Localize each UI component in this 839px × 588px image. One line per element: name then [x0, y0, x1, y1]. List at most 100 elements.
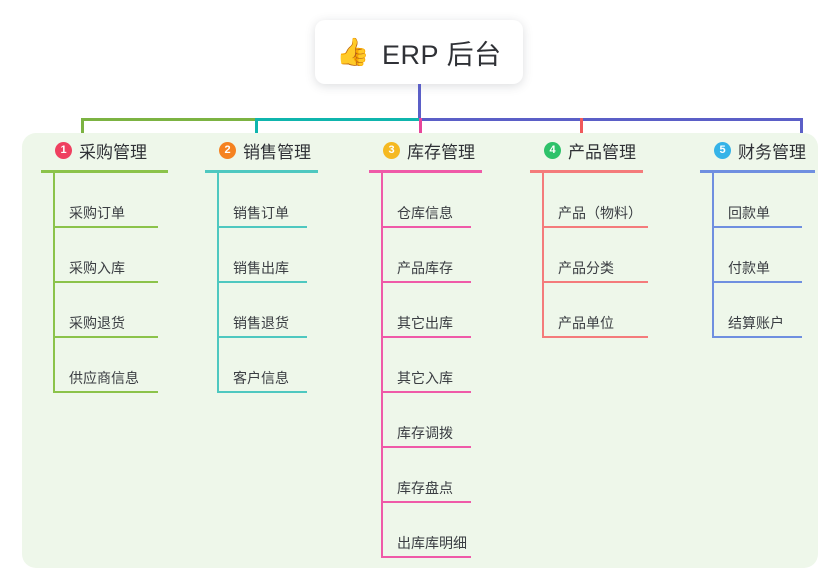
list-item[interactable]: 产品单位: [544, 283, 648, 338]
list-item-label: 其它入库: [397, 370, 453, 386]
list-item-underline: [219, 281, 307, 283]
module-title-2: 销售管理: [243, 142, 311, 162]
module-header-5[interactable]: 5 财务管理: [700, 133, 815, 167]
list-item-underline: [383, 391, 471, 393]
list-item[interactable]: 采购退货: [55, 283, 168, 338]
list-item-underline: [544, 281, 648, 283]
module-column-2: 2 销售管理销售订单销售出库销售退货客户信息: [205, 133, 318, 393]
module-rule-3: [369, 170, 482, 173]
list-item[interactable]: 供应商信息: [55, 338, 168, 393]
list-item[interactable]: 销售退货: [219, 283, 318, 338]
module-spine-4: [542, 173, 544, 338]
list-item-label: 出库库明细: [397, 535, 467, 551]
list-item[interactable]: 仓库信息: [383, 173, 482, 228]
module-spine-5: [712, 173, 714, 338]
list-item-underline: [714, 226, 802, 228]
list-item-label: 销售退货: [233, 315, 289, 331]
list-item-label: 销售订单: [233, 205, 289, 221]
list-item-label: 产品（物料）: [558, 205, 642, 221]
list-item[interactable]: 库存调拨: [383, 393, 482, 448]
list-item[interactable]: 库存盘点: [383, 448, 482, 503]
list-item-label: 采购入库: [69, 260, 125, 276]
connector-trunk: [418, 84, 421, 121]
list-item[interactable]: 回款单: [714, 173, 815, 228]
list-item[interactable]: 采购入库: [55, 228, 168, 283]
module-title-4: 产品管理: [568, 142, 636, 162]
list-item-label: 库存调拨: [397, 425, 453, 441]
list-item-underline: [55, 391, 158, 393]
module-badge-2: 2: [219, 141, 236, 159]
module-column-5: 5 财务管理回款单付款单结算账户: [700, 133, 815, 338]
list-item-underline: [383, 226, 471, 228]
connector-drop-2: [255, 118, 258, 146]
root-title-card[interactable]: 👍 ERP 后台: [315, 20, 523, 84]
list-item[interactable]: 其它出库: [383, 283, 482, 338]
list-item-underline: [219, 391, 307, 393]
list-item[interactable]: 客户信息: [219, 338, 318, 393]
list-item-underline: [383, 446, 471, 448]
module-spine-3: [381, 173, 383, 558]
list-item[interactable]: 采购订单: [55, 173, 168, 228]
list-item[interactable]: 出库库明细: [383, 503, 482, 558]
list-item-underline: [544, 226, 648, 228]
list-item-label: 结算账户: [728, 315, 784, 331]
module-rule-1: [41, 170, 168, 173]
list-item-underline: [219, 336, 307, 338]
list-item[interactable]: 付款单: [714, 228, 815, 283]
module-title-1: 采购管理: [79, 142, 147, 162]
list-item-underline: [383, 336, 471, 338]
connector-bus-teal: [255, 118, 422, 121]
connector-drop-1: [81, 118, 84, 146]
list-item-underline: [383, 281, 471, 283]
module-badge-3: 3: [383, 141, 400, 159]
module-rule-5: [700, 170, 815, 173]
list-item-label: 供应商信息: [69, 370, 139, 386]
list-item-label: 销售出库: [233, 260, 289, 276]
list-item-label: 产品单位: [558, 315, 614, 331]
list-item[interactable]: 产品分类: [544, 228, 648, 283]
connector-bus-green: [81, 118, 258, 121]
list-item[interactable]: 销售订单: [219, 173, 318, 228]
list-item-underline: [714, 336, 802, 338]
list-item-underline: [383, 556, 471, 558]
module-title-5: 财务管理: [738, 142, 806, 162]
list-item[interactable]: 产品库存: [383, 228, 482, 283]
list-item-label: 其它出库: [397, 315, 453, 331]
connector-drop-5: [800, 118, 803, 146]
list-item-label: 仓库信息: [397, 205, 453, 221]
list-item[interactable]: 其它入库: [383, 338, 482, 393]
module-column-4: 4 产品管理产品（物料） 产品分类产品单位: [530, 133, 648, 338]
module-item-list-4: 产品（物料） 产品分类产品单位: [530, 173, 648, 338]
module-header-2[interactable]: 2 销售管理: [205, 133, 318, 167]
list-item-label: 客户信息: [233, 370, 289, 386]
connector-drop-4: [580, 118, 583, 146]
list-item-label: 回款单: [728, 205, 770, 221]
list-item[interactable]: 结算账户: [714, 283, 815, 338]
module-item-list-3: 仓库信息产品库存其它出库其它入库库存调拨库存盘点出库库明细: [369, 173, 482, 558]
module-item-list-2: 销售订单销售出库销售退货客户信息: [205, 173, 318, 393]
thumbs-up-icon: 👍: [336, 36, 371, 67]
module-badge-4: 4: [544, 141, 561, 159]
list-item-label: 产品库存: [397, 260, 453, 276]
list-item-label: 库存盘点: [397, 480, 453, 496]
module-header-3[interactable]: 3 库存管理: [369, 133, 482, 167]
list-item[interactable]: 销售出库: [219, 228, 318, 283]
module-rule-2: [205, 170, 318, 173]
module-title-3: 库存管理: [407, 142, 475, 162]
list-item-label: 产品分类: [558, 260, 614, 276]
connector-drop-3: [419, 118, 422, 146]
list-item-underline: [714, 281, 802, 283]
list-item-label: 采购退货: [69, 315, 125, 331]
module-spine-2: [217, 173, 219, 393]
module-item-list-5: 回款单付款单结算账户: [700, 173, 815, 338]
module-rule-4: [530, 170, 643, 173]
list-item-label: 付款单: [728, 260, 770, 276]
module-column-3: 3 库存管理仓库信息产品库存其它出库其它入库库存调拨库存盘点出库库明细: [369, 133, 482, 558]
list-item[interactable]: 产品（物料）: [544, 173, 648, 228]
module-header-4[interactable]: 4 产品管理: [530, 133, 643, 167]
module-badge-5: 5: [714, 141, 731, 159]
